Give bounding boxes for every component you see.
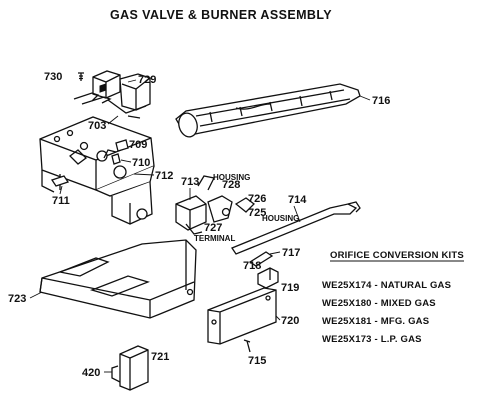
leader-729 — [127, 79, 137, 83]
part-label-420: 420 — [82, 367, 100, 379]
housing-label-top: HOUSING — [213, 173, 250, 182]
part-label-730: 730 — [44, 71, 62, 83]
rod-714 — [231, 201, 361, 255]
leader-717 — [269, 251, 281, 255]
part-label-711: 711 — [52, 195, 70, 207]
bracket-721 — [111, 345, 149, 391]
screw-715 — [243, 339, 251, 353]
leader-716 — [359, 95, 371, 101]
gas-valve-712 — [39, 116, 155, 225]
part-label-721: 721 — [151, 351, 169, 363]
leader-711 — [59, 185, 63, 195]
leader-720 — [275, 315, 281, 321]
part-label-717: 717 — [282, 247, 300, 259]
part-label-727: 727 — [204, 222, 222, 234]
orifice-kit-item: WE25X174 - NATURAL GAS — [322, 280, 451, 291]
fitting-709 — [115, 139, 129, 152]
pilot-710 — [103, 149, 121, 165]
orifice-kits-heading: ORIFICE CONVERSION KITS — [330, 250, 464, 261]
orifice-kit-item: WE25X173 - L.P. GAS — [322, 334, 422, 345]
orifice-717 — [248, 251, 274, 267]
part-label-723: 723 — [8, 293, 26, 305]
burner-716 — [175, 83, 361, 138]
terminal-label: TERMINAL — [194, 234, 235, 243]
part-label-709: 709 — [129, 139, 147, 151]
part-label-726: 726 — [248, 193, 266, 205]
screw-730 — [78, 72, 84, 81]
leader-710 — [120, 159, 132, 163]
part-label-713: 713 — [181, 176, 199, 188]
orifice-kit-item: WE25X181 - MFG. GAS — [322, 316, 429, 327]
part-label-715: 715 — [248, 355, 266, 367]
part-label-710: 710 — [132, 157, 150, 169]
part-label-719: 719 — [281, 282, 299, 294]
part-label-718: 718 — [243, 260, 261, 272]
part-label-725: 725 — [248, 207, 266, 219]
leader-712 — [133, 173, 155, 176]
part-label-716: 716 — [372, 95, 390, 107]
part-label-728: 728 — [222, 179, 240, 191]
igniter-housing — [175, 175, 255, 235]
leader-723 — [29, 291, 43, 299]
solenoid-729 — [73, 70, 151, 119]
part-label-712: 712 — [155, 170, 173, 182]
part-label-720: 720 — [281, 315, 299, 327]
part-label-729: 729 — [138, 74, 156, 86]
leader-714 — [293, 205, 301, 223]
cover-plate-720 — [207, 287, 277, 345]
housing-label-side: HOUSING — [262, 214, 299, 223]
diagram-title: GAS VALVE & BURNER ASSEMBLY — [110, 8, 332, 22]
leader-703 — [107, 115, 119, 125]
part-label-703: 703 — [88, 120, 106, 132]
bracket-719 — [257, 267, 279, 289]
orifice-kit-item: WE25X180 - MIXED GAS — [322, 298, 436, 309]
part-label-714: 714 — [288, 194, 307, 206]
orifice-kits-legend: ORIFICE CONVERSION KITS WE25X174 - NATUR… — [322, 250, 464, 345]
base-plate-723 — [39, 239, 197, 319]
